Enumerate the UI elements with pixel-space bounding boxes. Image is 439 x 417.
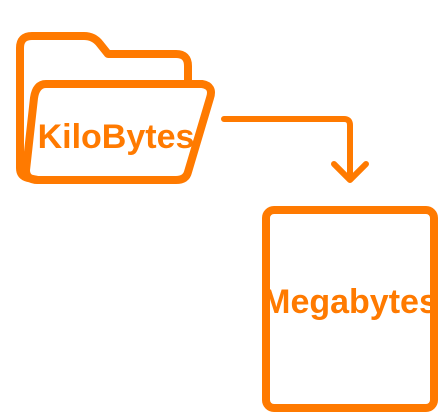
folder-back-shape: [16, 32, 192, 184]
arrow-head: [331, 161, 369, 183]
document-icon: [262, 206, 438, 412]
target-label: Megabytes: [262, 283, 438, 321]
folder-front-flap: [22, 80, 215, 184]
source-label: KiloBytes: [38, 118, 195, 156]
arrow-line: [221, 116, 353, 181]
folder-icon: [16, 32, 215, 184]
arrow-down-icon: [221, 116, 369, 183]
